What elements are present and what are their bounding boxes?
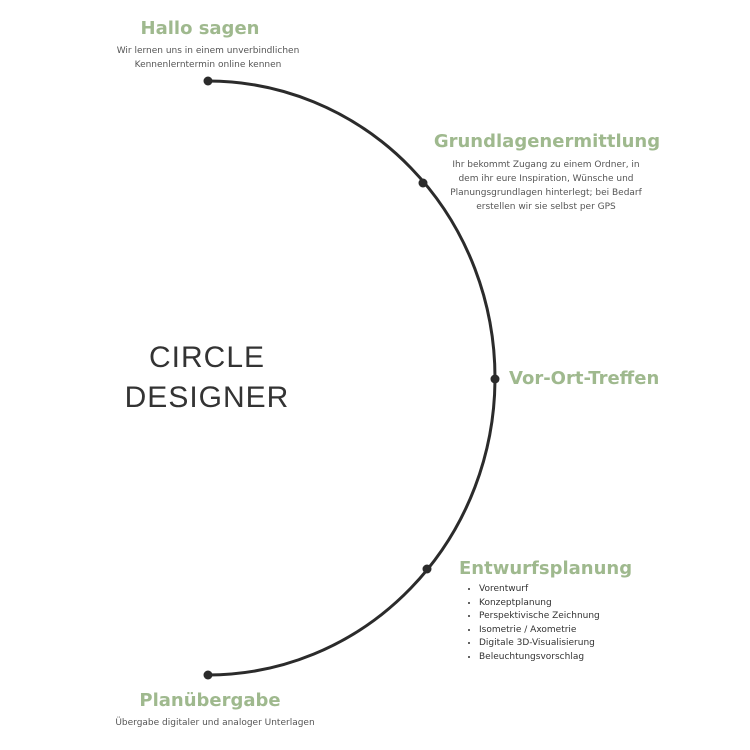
step-4-title: Entwurfsplanung [459,558,633,579]
step-5-title: Planübergabe [139,690,281,711]
step-5-desc-line-1: Übergabe digitaler und analoger Unterlag… [115,718,315,728]
step-4-bullet-list: Vorentwurf Konzeptplanung Perspektivisch… [466,583,600,664]
step-3-marker [490,374,500,384]
list-item: Vorentwurf [479,583,600,597]
step-1-desc-line-1: Wir lernen uns in einem unverbindlichen [116,46,300,56]
list-item: Beleuchtungsvorschlag [479,651,600,665]
step-5-description: Übergabe digitaler und analoger Unterlag… [80,716,350,730]
step-2-desc-line-3: Planungsgrundlagen hinterlegt; bei Bedar… [450,188,642,198]
step-4-marker [422,564,432,574]
list-item: Digitale 3D-Visualisierung [479,637,600,651]
list-item: Perspektivische Zeichnung [479,610,600,624]
step-1-desc-line-2: Kennenlerntermin online kennen [134,60,282,70]
list-item: Isometrie / Axometrie [479,624,600,638]
step-2-desc-line-2: dem ihr eure Inspiration, Wünsche und [458,174,634,184]
step-1-marker [203,76,213,86]
step-1-description: Wir lernen uns in einem unverbindlichen … [70,44,346,72]
step-3-title: Vor-Ort-Treffen [509,368,660,389]
step-2-marker [418,178,428,188]
brand-title: CIRCLE DESIGNER [107,338,307,418]
step-2-description: Ihr bekommt Zugang zu einem Ordner, in d… [412,158,680,214]
brand-line-2: DESIGNER [124,381,290,414]
step-2-desc-line-1: Ihr bekommt Zugang zu einem Ordner, in [452,160,640,170]
step-2-desc-line-4: erstellen wir sie selbst per GPS [476,202,616,212]
list-item: Konzeptplanung [479,597,600,611]
step-5-marker [203,670,213,680]
step-1-title: Hallo sagen [140,18,260,39]
brand-line-1: CIRCLE [148,341,266,374]
step-2-title: Grundlagenermittlung [433,131,661,152]
